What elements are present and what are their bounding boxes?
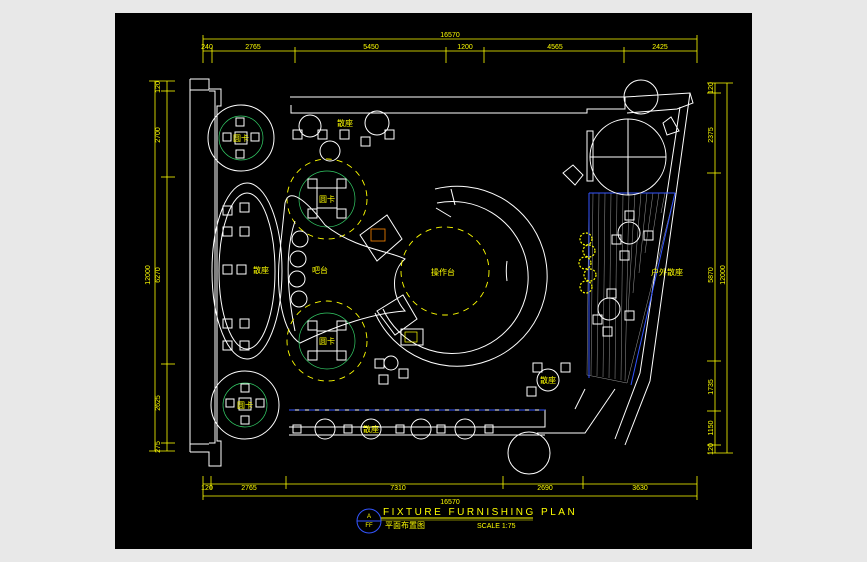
floor-plan-drawing: 16570 240 2765 5450 1200 4565 2425 120 2… xyxy=(145,32,733,534)
dim-right-seg-2: 2375 xyxy=(708,127,715,143)
dim-left-seg-4: 2625 xyxy=(155,395,162,411)
dim-bottom-seg-4: 2690 xyxy=(537,485,553,492)
sheet-ref-top: A xyxy=(367,514,371,520)
dim-top-seg-6: 2425 xyxy=(652,44,668,51)
dim-right-seg-6: 120 xyxy=(708,443,715,455)
booth-left-oval: 散座 xyxy=(211,182,283,360)
dim-left-seg-2: 2700 xyxy=(155,127,162,143)
label-bar: 吧台 xyxy=(312,265,328,275)
label-stage: 操作台 xyxy=(431,267,455,277)
dim-top-seg-1: 240 xyxy=(201,44,213,51)
label-seating-left: 散座 xyxy=(253,265,269,275)
label-seating-bottom: 散座 xyxy=(363,424,379,434)
dim-right-seg-4: 1735 xyxy=(708,379,715,395)
left-dimension-chain: 120 2700 6270 2625 275 12000 xyxy=(145,80,175,453)
dim-left-outer: 12000 xyxy=(145,265,152,285)
bottom-dimension-chain: 120 2765 7310 2690 3630 16570 xyxy=(201,476,698,506)
dim-top-seg-4: 1200 xyxy=(457,44,473,51)
dim-left-seg-3: 6270 xyxy=(155,267,162,283)
plan-subtitle: 平面布置图 xyxy=(385,520,425,530)
dim-right-seg-3: 5870 xyxy=(708,267,715,283)
dim-top-seg-3: 5450 xyxy=(363,44,379,51)
stage-area: 操作台 xyxy=(374,185,548,367)
dim-right-seg-5: 1150 xyxy=(708,420,715,435)
dim-right-seg-1: 120 xyxy=(708,82,715,94)
label-booth-bottom-left: 圆卡 xyxy=(237,400,253,410)
dim-top-seg-2: 2765 xyxy=(245,44,261,51)
dim-bottom-seg-3: 7310 xyxy=(390,485,406,492)
cad-viewport: 16570 240 2765 5450 1200 4565 2425 120 2… xyxy=(115,13,752,549)
label-seating-bottom-right: 散座 xyxy=(540,375,556,385)
dim-right-outer: 12000 xyxy=(720,265,727,285)
booth-bottom-left: 圆卡 xyxy=(210,370,280,440)
planter-shrubs xyxy=(578,232,597,294)
outdoor-seating: 户外散座 xyxy=(592,210,683,337)
seating-bottom: 散座 xyxy=(292,355,494,440)
label-booth-lower: 圆卡 xyxy=(319,336,335,346)
seating-bottom-right: 散座 xyxy=(526,362,571,397)
dim-top-total: 16570 xyxy=(440,32,460,39)
booth-lower: 圆卡 xyxy=(286,300,368,382)
dim-bottom-total: 16570 xyxy=(440,499,460,506)
dim-top-seg-5: 4565 xyxy=(547,44,563,51)
label-seating-top: 散座 xyxy=(337,118,353,128)
corner-columns xyxy=(507,79,659,475)
right-top-table xyxy=(562,116,680,196)
seating-top-row: 散座 xyxy=(292,110,395,162)
plan-title: FIXTURE FURNISHING PLAN xyxy=(383,507,577,518)
sheet-ref-bottom: FF xyxy=(365,523,373,529)
boundary-lines xyxy=(289,192,676,411)
label-outdoor-seating: 户外散座 xyxy=(651,267,683,277)
building-walls xyxy=(189,78,694,467)
top-dimension-chain: 16570 240 2765 5450 1200 4565 2425 xyxy=(201,32,698,63)
dim-bottom-seg-1: 120 xyxy=(201,485,213,492)
dim-bottom-seg-2: 2765 xyxy=(241,485,257,492)
right-dimension-chain: 120 2375 5870 1735 1150 120 12000 xyxy=(707,82,733,455)
title-block: A FF FIXTURE FURNISHING PLAN 平面布置图 SCALE… xyxy=(356,507,577,534)
dim-left-seg-5: 275 xyxy=(155,441,162,453)
bar-counter: 吧台 xyxy=(278,195,418,344)
dim-left-seg-1: 120 xyxy=(155,81,162,93)
label-booth-mid: 圆卡 xyxy=(319,194,335,204)
plan-scale: SCALE 1:75 xyxy=(477,523,516,530)
outdoor-deck-hatching xyxy=(586,192,676,384)
label-booth-top-left: 圆卡 xyxy=(233,133,249,143)
booth-top-left: 圆卡 xyxy=(207,104,275,172)
dim-bottom-seg-5: 3630 xyxy=(632,485,648,492)
